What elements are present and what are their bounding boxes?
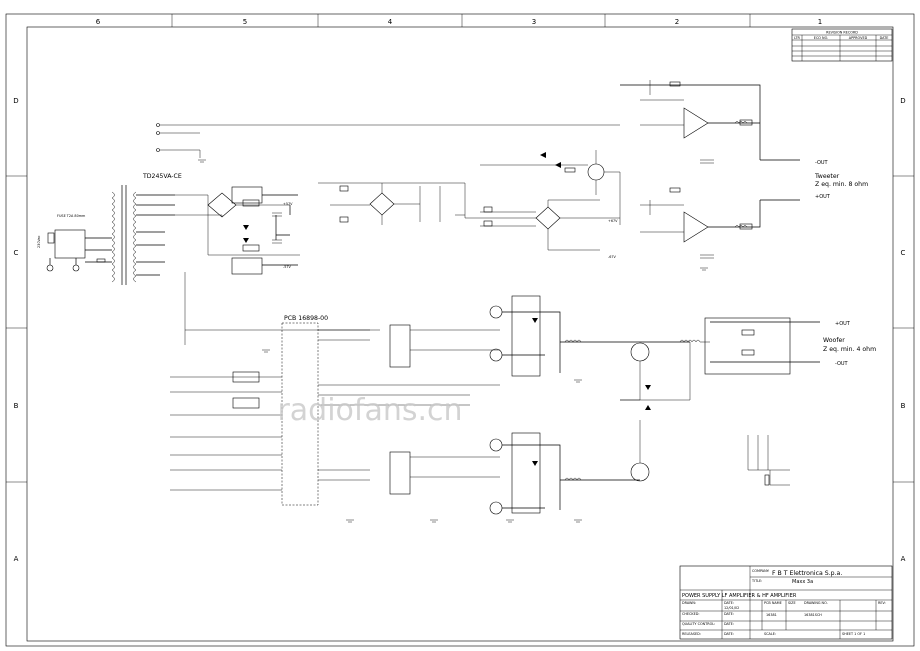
- tb-checked-label: CHECKED:: [682, 612, 700, 616]
- tb-date-label: DATE:: [724, 601, 734, 605]
- tweeter-label: Tweeter: [814, 173, 840, 180]
- hf-driver: [480, 150, 621, 225]
- tb-company-label: COMPANY:: [752, 569, 770, 573]
- zone-row-c-left: C: [14, 249, 19, 257]
- lf-rectifier: [175, 186, 300, 275]
- tweeter-out-plus: +OUT: [815, 194, 831, 200]
- input-connectors-top: [156, 123, 620, 158]
- drawing-border: [26, 26, 894, 642]
- woofer-label: Woofer: [823, 337, 845, 344]
- tb-size-label: SIZE: [788, 601, 796, 605]
- tb-sheet: SHEET 1 OF 1: [842, 632, 865, 636]
- revision-title: REVISION RECORD: [826, 31, 858, 35]
- woofer-out-minus: -OUT: [835, 361, 849, 367]
- zone-row-a-left: A: [14, 555, 19, 563]
- mains-input-section: [46, 229, 112, 272]
- zone-row-b-left: B: [14, 402, 19, 410]
- tb-released-label: RELEASED:: [682, 632, 701, 636]
- tweeter-impedance: Z eq. min. 8 ohm: [815, 181, 868, 188]
- tb-quality-label: QUALITY CONTROL:: [682, 622, 715, 626]
- tb-released-date: DATE:: [724, 632, 734, 636]
- watermark: radiofans.cn: [277, 393, 462, 428]
- zone-col-2: 2: [675, 18, 679, 26]
- lf-output-stage: [560, 317, 820, 482]
- revision-table: [791, 28, 893, 62]
- zone-col-5: 5: [243, 18, 247, 26]
- tb-rev-label: REV:: [878, 601, 886, 605]
- tb-company: F B T Elettronica S.p.a.: [772, 570, 842, 577]
- woofer-out-plus: +OUT: [835, 321, 851, 327]
- tb-drawn: DRAWN:: [682, 601, 696, 605]
- zone-row-b-right: B: [901, 402, 906, 410]
- tb-title-label: TITLE:: [751, 579, 762, 583]
- zone-row-d-right: D: [900, 97, 905, 105]
- mains-label: 230Vac: [37, 235, 41, 248]
- zone-row-a-right: A: [901, 555, 906, 563]
- tb-subtitle: POWER SUPPLY LF AMPLIFIER & HF AMPLIFIER: [682, 593, 797, 599]
- revision-header-date: DATE: [880, 36, 889, 40]
- lf-supply-pos-label: +57V: [283, 202, 293, 206]
- pcb-label: PCB 16898-00: [284, 315, 328, 322]
- zone-col-6: 6: [96, 18, 101, 26]
- tb-drawing-no: 16381SCH: [804, 613, 822, 617]
- tb-model: Maxx 3a: [792, 579, 813, 585]
- zone-ticks-top: [6, 14, 914, 483]
- lf-supply-neg-label: -57V: [283, 265, 292, 269]
- hf-supply-neg-label: -67V: [608, 255, 617, 259]
- tb-pcb-name-label: PCB NAME: [764, 601, 782, 605]
- hf-supply-pos-label: +67V: [608, 219, 618, 223]
- ground-symbols: [198, 159, 708, 523]
- hf-supply: [318, 182, 620, 251]
- fuse-label: FUSE T2A 80mm: [57, 214, 86, 218]
- tweeter-out-minus: -OUT: [815, 160, 829, 166]
- lf-upper-channel: [389, 295, 561, 515]
- tb-pcb-name: 16381: [766, 613, 777, 617]
- tb-quality-date: DATE:: [724, 622, 734, 626]
- revision-header-approved: APPROVED: [849, 36, 868, 40]
- title-block-grid: [679, 565, 893, 640]
- tb-drawing-no-label: DRAWING NO.: [804, 601, 828, 605]
- lf-interconnect: [170, 272, 500, 506]
- revision-header-eco: ECO NO.: [814, 36, 828, 40]
- pcb-connector-outline: [281, 322, 319, 506]
- hf-amplifier: [620, 80, 800, 259]
- woofer-impedance: Z eq. min. 4 ohm: [823, 346, 876, 353]
- zone-row-d-left: D: [13, 97, 18, 105]
- tb-date: 12/01/02: [724, 606, 739, 610]
- zone-col-1: 1: [818, 18, 822, 26]
- transformer: [111, 185, 175, 285]
- zone-col-3: 3: [532, 18, 536, 26]
- transformer-label: TD245VA-CE: [142, 173, 182, 180]
- outer-frame: [5, 13, 915, 647]
- zone-row-c-right: C: [901, 249, 906, 257]
- tb-checked-date: DATE:: [724, 612, 734, 616]
- aux-network: [747, 435, 790, 486]
- zone-col-4: 4: [388, 18, 393, 26]
- tb-scale-label: SCALE:: [764, 632, 776, 636]
- revision-header-ltr: LTR: [794, 36, 800, 40]
